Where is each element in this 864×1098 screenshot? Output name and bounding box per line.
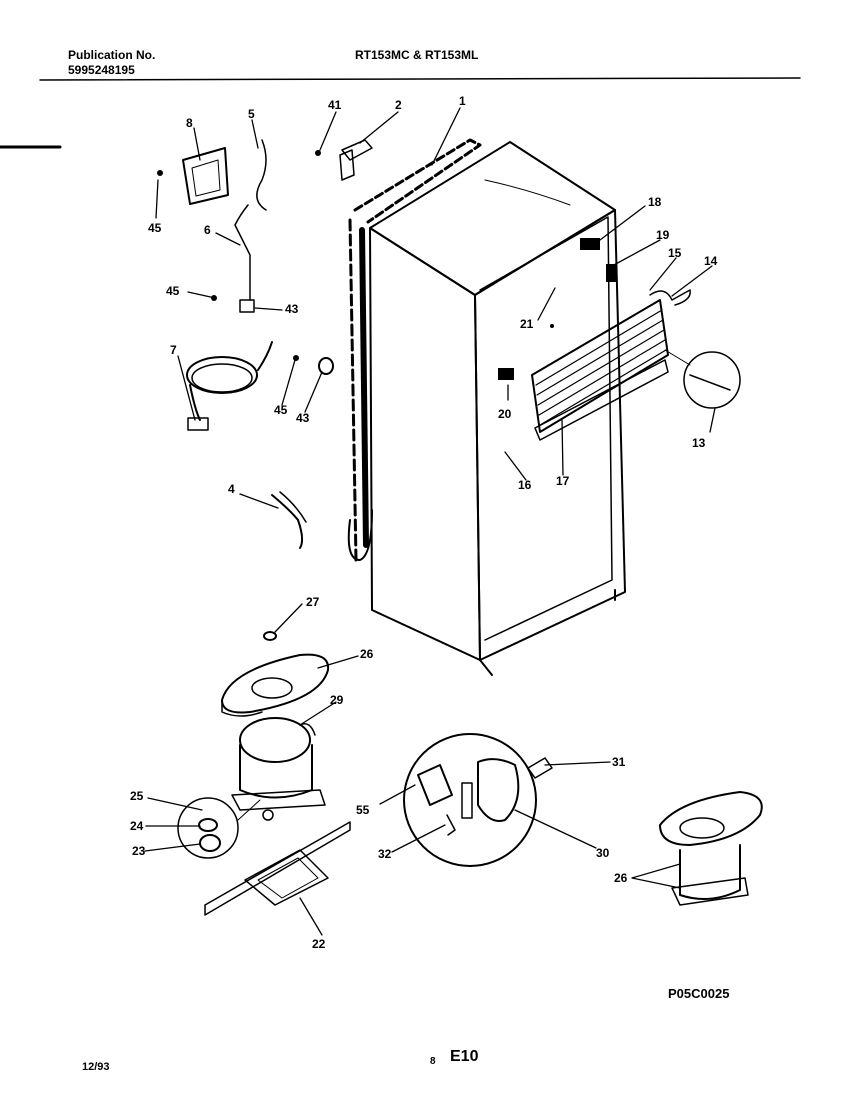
callout-43: 43 xyxy=(285,302,299,316)
callout-26: 26 xyxy=(360,647,374,661)
detail-circle-grommet xyxy=(177,797,239,859)
callout-17: 17 xyxy=(556,474,570,488)
callout-20: 20 xyxy=(498,407,512,421)
publication-number: 5995248195 xyxy=(68,63,135,77)
callout-55: 55 xyxy=(356,803,370,817)
callout-21: 21 xyxy=(520,317,534,331)
callout-14: 14 xyxy=(704,254,718,268)
callout-32: 32 xyxy=(378,847,392,861)
callout-26-lower: 26 xyxy=(614,871,628,885)
hot-gas-loop xyxy=(347,138,482,562)
callout-27: 27 xyxy=(306,595,320,609)
callout-45-lower: 45 xyxy=(274,403,288,417)
compressor-assembly xyxy=(659,791,763,906)
callout-1: 1 xyxy=(459,94,466,108)
callout-45: 45 xyxy=(148,221,162,235)
footer-date: 12/93 xyxy=(82,1061,110,1073)
detail-circle-13 xyxy=(683,351,741,409)
callout-4: 4 xyxy=(228,482,235,496)
callout-45-middle: 45 xyxy=(166,284,180,298)
page-code: E10 xyxy=(450,1048,479,1065)
base-rail xyxy=(204,821,351,916)
callout-13: 13 xyxy=(692,436,706,450)
power-cord xyxy=(186,341,273,431)
model-title: RT153MC & RT153ML xyxy=(355,48,479,62)
leader-lines xyxy=(144,107,716,936)
callout-15: 15 xyxy=(668,246,682,260)
callout-7: 7 xyxy=(170,343,177,357)
callout-29: 29 xyxy=(330,693,344,707)
callout-24: 24 xyxy=(130,819,144,833)
compressor xyxy=(231,717,326,821)
callout-8: 8 xyxy=(186,116,193,130)
callout-22: 22 xyxy=(312,937,326,951)
page-marker: 8 xyxy=(430,1056,436,1067)
callout-2: 2 xyxy=(395,98,402,112)
callout-25: 25 xyxy=(130,789,144,803)
figure-code: P05C0025 xyxy=(668,986,730,1001)
header-rule xyxy=(39,77,801,81)
callout-19: 19 xyxy=(656,228,670,242)
cabinet xyxy=(369,141,626,676)
drain-pan xyxy=(221,653,330,717)
callout-23: 23 xyxy=(132,844,146,858)
callout-6: 6 xyxy=(204,223,211,237)
publication-label: Publication No. xyxy=(68,48,156,62)
callout-41: 41 xyxy=(328,98,342,112)
evaporator-coil xyxy=(531,289,691,441)
callout-16: 16 xyxy=(518,478,532,492)
callout-30: 30 xyxy=(596,846,610,860)
part-8-frame xyxy=(182,147,229,205)
callout-5: 5 xyxy=(248,107,255,121)
detail-circle-relay xyxy=(403,733,537,867)
callout-31: 31 xyxy=(612,755,626,769)
callout-18: 18 xyxy=(648,195,662,209)
callout-43-lower: 43 xyxy=(296,411,310,425)
